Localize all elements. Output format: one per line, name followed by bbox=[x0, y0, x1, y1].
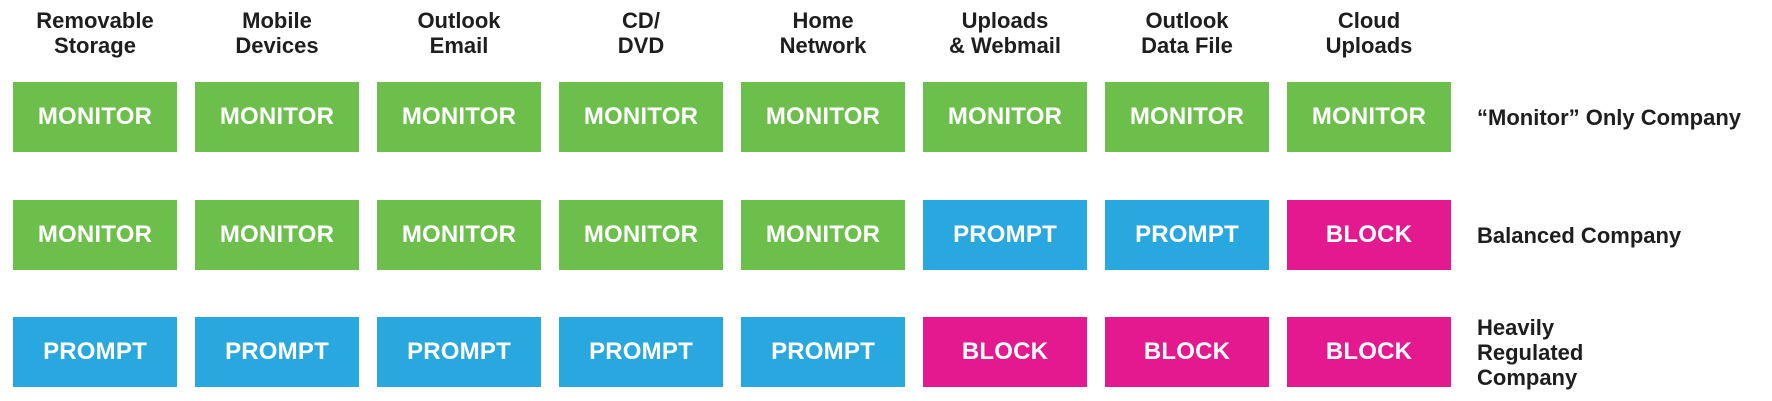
column-header-line: Outlook bbox=[1145, 8, 1229, 33]
column-header-line: Removable bbox=[36, 8, 154, 33]
column-header-line: Home bbox=[792, 8, 854, 33]
column-header: CD/DVD bbox=[559, 8, 723, 58]
row-label: “Monitor” Only Company bbox=[1477, 104, 1741, 130]
monitor-cell: MONITOR bbox=[559, 82, 723, 152]
monitor-cell: MONITOR bbox=[923, 82, 1087, 152]
column-header-line: Cloud bbox=[1337, 8, 1401, 33]
monitor-cell: MONITOR bbox=[195, 82, 359, 152]
column-header-line: Mobile bbox=[242, 8, 312, 33]
monitor-cell: MONITOR bbox=[13, 200, 177, 270]
block-cell: BLOCK bbox=[923, 317, 1087, 387]
column-header-line: Uploads bbox=[961, 8, 1049, 33]
block-cell: BLOCK bbox=[1287, 200, 1451, 270]
column-header-line: CD/ bbox=[622, 8, 660, 33]
prompt-cell: PROMPT bbox=[13, 317, 177, 387]
monitor-cell: MONITOR bbox=[13, 82, 177, 152]
prompt-cell: PROMPT bbox=[559, 317, 723, 387]
monitor-cell: MONITOR bbox=[741, 82, 905, 152]
column-header-line: DVD bbox=[617, 33, 665, 58]
column-header-line: & Webmail bbox=[948, 33, 1062, 58]
column-header-line: Uploads bbox=[1325, 33, 1413, 58]
prompt-cell: PROMPT bbox=[923, 200, 1087, 270]
column-header-line: Outlook bbox=[417, 8, 501, 33]
prompt-cell: PROMPT bbox=[195, 317, 359, 387]
monitor-cell: MONITOR bbox=[377, 200, 541, 270]
column-header-line: Storage bbox=[54, 33, 136, 58]
row-label: Heavily Regulated Company bbox=[1477, 314, 1584, 390]
block-cell: BLOCK bbox=[1287, 317, 1451, 387]
prompt-cell: PROMPT bbox=[741, 317, 905, 387]
column-header: Uploads& Webmail bbox=[923, 8, 1087, 58]
block-cell: BLOCK bbox=[1105, 317, 1269, 387]
column-header-line: Data File bbox=[1141, 33, 1233, 58]
column-header-line: Devices bbox=[235, 33, 319, 58]
monitor-cell: MONITOR bbox=[741, 200, 905, 270]
monitor-cell: MONITOR bbox=[559, 200, 723, 270]
prompt-cell: PROMPT bbox=[377, 317, 541, 387]
monitor-cell: MONITOR bbox=[377, 82, 541, 152]
prompt-cell: PROMPT bbox=[1105, 200, 1269, 270]
monitor-cell: MONITOR bbox=[1105, 82, 1269, 152]
column-header-line: Network bbox=[779, 33, 867, 58]
monitor-cell: MONITOR bbox=[195, 200, 359, 270]
column-header-line: Email bbox=[429, 33, 489, 58]
monitor-cell: MONITOR bbox=[1287, 82, 1451, 152]
row-label: Balanced Company bbox=[1477, 222, 1682, 248]
